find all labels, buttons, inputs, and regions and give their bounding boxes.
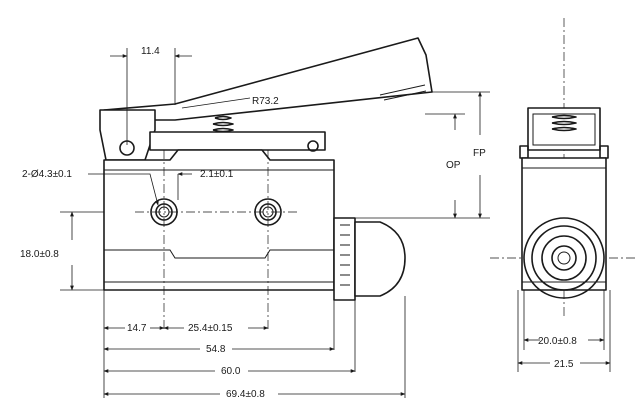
dim-21-5: 21.5 [554,359,574,370]
cover-pin [307,140,319,152]
front-view [99,37,433,330]
dim-14-7: 14.7 [127,323,147,334]
dim-60: 60.0 [221,366,241,377]
lever-inner-line-2 [383,90,427,101]
dim-op: OP [446,160,461,171]
dim-54-8: 54.8 [206,344,226,355]
connector-boot [333,217,356,301]
dim-25-4: 25.4±0.15 [188,323,233,334]
roller-bracket [99,109,156,161]
connector-nose [354,221,406,297]
side-spring [551,114,577,132]
dim-hole: 2-Ø4.3±0.1 [22,169,72,180]
dim-r73-2: R73.2 [252,96,279,107]
lever-inner-line [379,84,426,96]
dim-20: 20.0±0.8 [538,336,577,347]
dim-69-4: 69.4±0.8 [226,389,265,400]
dim-fp: FP [473,148,486,159]
dim-2-1: 2.1±0.1 [200,169,234,180]
top-cover [149,131,326,151]
side-view: 20.0±0.8 21.5 [490,18,636,372]
side-body [521,157,607,291]
dimensions: 11.4 R73.2 2-Ø4.3±0.1 2.1±0.1 OP FP 18.0… [20,46,490,400]
body-divider-lower [104,249,334,259]
switch-body [103,149,335,291]
dim-11-4: 11.4 [141,46,160,57]
side-connector-face [523,217,605,299]
dim-18: 18.0±0.8 [20,249,59,260]
